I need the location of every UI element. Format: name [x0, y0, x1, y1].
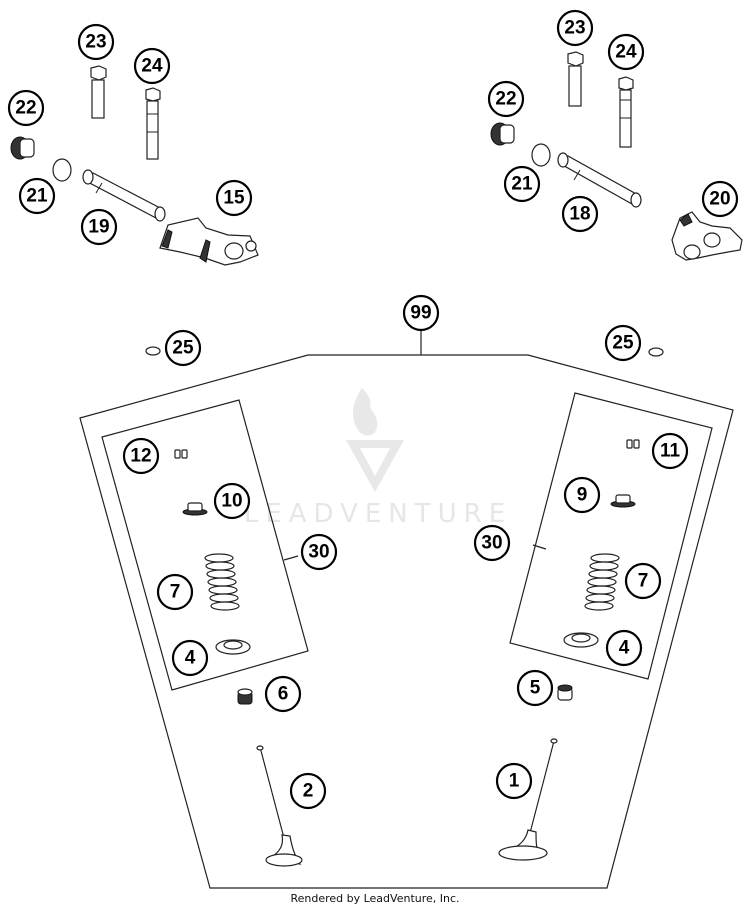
callout-label: 20 — [709, 189, 730, 210]
callout-label: 22 — [495, 89, 516, 110]
callout-label: 7 — [170, 582, 181, 603]
callout-label: 6 — [278, 684, 289, 705]
callout-5[interactable]: 5 — [516, 669, 554, 707]
leader-30-right — [532, 544, 547, 550]
callout-21-left[interactable]: 21 — [18, 177, 56, 215]
valve-stem-seal-6-icon[interactable] — [237, 688, 253, 705]
spring-seat-4-right-icon[interactable] — [563, 632, 599, 648]
callout-21-right[interactable]: 21 — [503, 165, 541, 203]
callout-label: 1 — [509, 771, 520, 792]
bolt-24-right-icon[interactable] — [618, 76, 634, 148]
callout-23-left[interactable]: 23 — [77, 23, 115, 61]
callout-25-right[interactable]: 25 — [604, 324, 642, 362]
callout-4-right[interactable]: 4 — [605, 629, 643, 667]
callout-9[interactable]: 9 — [563, 476, 601, 514]
callout-label: 22 — [15, 98, 36, 119]
shim-25-left-icon[interactable] — [145, 346, 161, 356]
callout-6[interactable]: 6 — [264, 675, 302, 713]
callout-label: 5 — [530, 678, 541, 699]
valve-2-icon[interactable] — [256, 745, 303, 867]
callout-30-left[interactable]: 30 — [300, 533, 338, 571]
callout-label: 30 — [308, 542, 329, 563]
callout-label: 2 — [303, 781, 314, 802]
callout-label: 21 — [26, 186, 48, 207]
valve-keepers-12-icon[interactable] — [174, 449, 188, 459]
callout-label: 19 — [88, 217, 109, 238]
callout-99[interactable]: 99 — [402, 294, 440, 332]
callout-label: 15 — [223, 188, 245, 209]
callout-label: 11 — [660, 441, 681, 462]
rocker-shaft-18-icon[interactable] — [557, 152, 642, 208]
valve-stem-seal-5-icon[interactable] — [557, 684, 573, 701]
bolt-23-left-icon[interactable] — [90, 65, 107, 119]
callout-22-right[interactable]: 22 — [487, 80, 525, 118]
callout-18[interactable]: 18 — [561, 195, 599, 233]
callout-23-right[interactable]: 23 — [556, 9, 594, 47]
spring-retainer-9-icon[interactable] — [610, 494, 636, 508]
plug-screw-22-right-icon[interactable] — [490, 122, 515, 146]
callout-10[interactable]: 10 — [213, 482, 251, 520]
plug-screw-22-left-icon[interactable] — [10, 136, 35, 160]
callout-1[interactable]: 1 — [495, 762, 533, 800]
callout-12[interactable]: 12 — [122, 437, 160, 475]
callout-label: 4 — [185, 648, 196, 669]
callout-2[interactable]: 2 — [289, 772, 327, 810]
callout-4-left[interactable]: 4 — [171, 639, 209, 677]
callout-label: 23 — [85, 32, 106, 53]
spring-kit-frame-right — [509, 392, 713, 680]
bolt-24-left-icon[interactable] — [145, 87, 161, 160]
rocker-shaft-19-icon[interactable] — [82, 169, 166, 222]
valve-spring-7-left-icon[interactable] — [204, 553, 240, 611]
o-ring-21-left-icon[interactable] — [52, 158, 72, 182]
spring-seat-4-left-icon[interactable] — [215, 639, 251, 655]
spring-kit-frame-left — [101, 399, 309, 691]
callout-label: 4 — [619, 638, 630, 659]
callout-label: 99 — [410, 303, 431, 324]
callout-label: 10 — [221, 491, 242, 512]
callout-label: 18 — [569, 204, 590, 225]
watermark-text: LEADVENTURE — [244, 499, 512, 529]
callout-30-right[interactable]: 30 — [473, 524, 511, 562]
callout-25-left[interactable]: 25 — [164, 329, 202, 367]
rocker-arm-20-icon[interactable] — [671, 211, 743, 261]
callout-label: 7 — [638, 571, 649, 592]
shim-25-right-icon[interactable] — [648, 347, 664, 357]
callout-19[interactable]: 19 — [80, 208, 118, 246]
callout-label: 21 — [511, 174, 533, 195]
bolt-23-right-icon[interactable] — [567, 51, 584, 107]
callout-label: 24 — [141, 56, 163, 77]
callout-label: 30 — [481, 533, 502, 554]
valve-keepers-11-icon[interactable] — [626, 439, 640, 449]
callout-label: 25 — [612, 333, 634, 354]
callout-7-right[interactable]: 7 — [624, 562, 662, 600]
callout-20[interactable]: 20 — [701, 180, 739, 218]
leader-30-left — [283, 555, 299, 561]
callout-22-left[interactable]: 22 — [7, 89, 45, 127]
watermark-logo-icon — [346, 388, 404, 492]
valve-spring-7-right-icon[interactable] — [584, 553, 620, 611]
callout-24-left[interactable]: 24 — [133, 47, 171, 85]
valve-1-icon[interactable] — [498, 738, 558, 861]
callout-15[interactable]: 15 — [215, 179, 253, 217]
o-ring-21-right-icon[interactable] — [531, 143, 551, 167]
valve-set-frame — [79, 354, 734, 889]
callout-label: 12 — [130, 446, 151, 467]
spring-retainer-10-icon[interactable] — [182, 502, 208, 516]
callout-label: 9 — [577, 485, 588, 506]
callout-7-left[interactable]: 7 — [156, 573, 194, 611]
callout-24-right[interactable]: 24 — [607, 33, 645, 71]
callout-label: 24 — [615, 42, 637, 63]
footer-credit: Rendered by LeadVenture, Inc. — [290, 892, 459, 905]
callout-label: 25 — [172, 338, 194, 359]
watermark: LEADVENTURE — [244, 388, 512, 529]
callout-label: 23 — [564, 18, 585, 39]
callout-11[interactable]: 11 — [651, 432, 689, 470]
rocker-arm-15-icon[interactable] — [159, 217, 259, 266]
